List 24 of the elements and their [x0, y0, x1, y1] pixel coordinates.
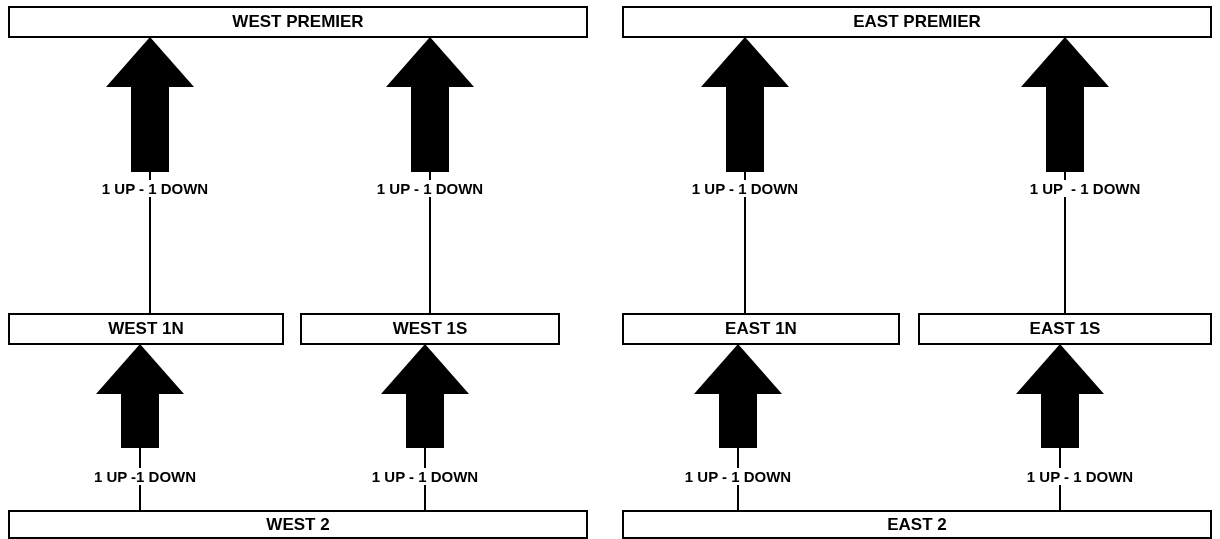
- division-name: EAST 1N: [725, 319, 797, 339]
- division-box: [8, 510, 588, 539]
- division-box: [622, 510, 1212, 539]
- edge-label: 1 UP - 1 DOWN: [371, 468, 479, 485]
- division-name: WEST 2: [266, 514, 330, 535]
- division-name: WEST PREMIER: [232, 12, 364, 32]
- edge-label: 1 UP - 1 DOWN: [691, 180, 799, 197]
- edge-label: 1 UP - 1 DOWN: [1029, 180, 1141, 197]
- edge-label: 1 UP - 1 DOWN: [1026, 468, 1134, 485]
- edge-label: 1 UP - 1 DOWN: [101, 180, 209, 197]
- division-name: EAST 1S: [1029, 319, 1101, 339]
- edge-label: 1 UP - 1 DOWN: [376, 180, 484, 197]
- division-name: EAST 2: [887, 514, 947, 535]
- division-box: [8, 313, 284, 345]
- division-name: WEST 1N: [108, 319, 184, 339]
- edge-label: 1 UP -1 DOWN: [93, 468, 197, 485]
- division-box: [918, 313, 1212, 345]
- division-box: [300, 313, 560, 345]
- division-name: WEST 1S: [392, 319, 468, 339]
- division-box: [622, 313, 900, 345]
- division-name: EAST PREMIER: [853, 12, 981, 32]
- edge-label: 1 UP - 1 DOWN: [684, 468, 792, 485]
- division-box: [8, 6, 588, 38]
- division-box: [622, 6, 1212, 38]
